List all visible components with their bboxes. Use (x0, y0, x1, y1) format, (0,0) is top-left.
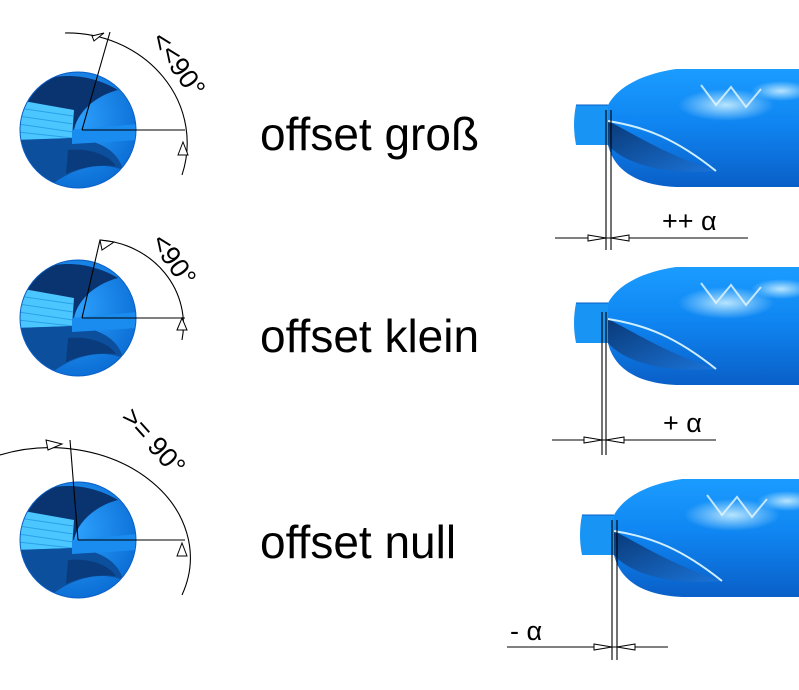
dimension-label: - α (510, 616, 542, 646)
dimension-label: + α (663, 408, 702, 438)
dimension-line (555, 110, 748, 250)
row-offset-gross: <<90° offset groß ++ α (18, 26, 799, 250)
angle-label: <<90° (145, 26, 211, 102)
angle-construction (81, 239, 188, 341)
angle-construction (0, 439, 191, 596)
drill-side-view (573, 266, 799, 386)
offset-label: offset groß (260, 108, 479, 160)
dimension-line (552, 312, 716, 455)
angle-label: <90° (145, 228, 202, 292)
row-offset-null: >= 90° offset null - α (0, 402, 799, 660)
dimension-line (507, 520, 668, 660)
angle-label: >= 90° (116, 402, 192, 481)
drill-side-view (573, 68, 799, 188)
drill-side-view (579, 478, 799, 598)
offset-label: offset null (260, 516, 456, 568)
offset-label: offset klein (260, 310, 479, 362)
angle-construction (64, 31, 189, 176)
dimension-label: ++ α (662, 206, 717, 236)
